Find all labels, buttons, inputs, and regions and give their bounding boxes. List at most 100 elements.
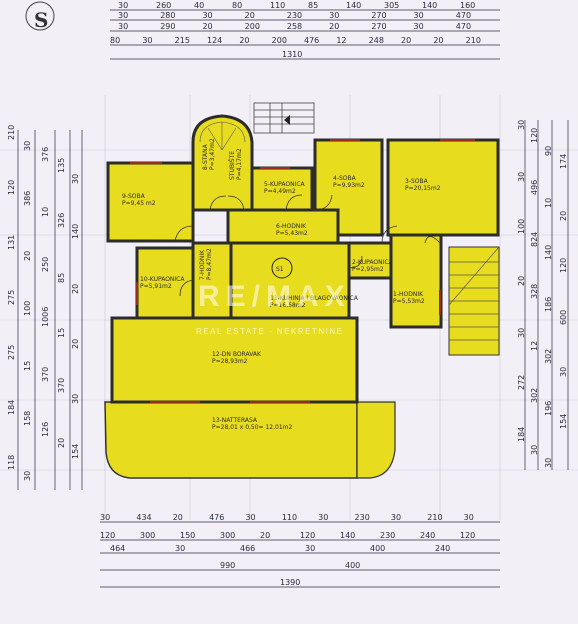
room-label-11: 11-KUHINJA I BLAGOVAONICA: [270, 295, 359, 302]
dimension-label: 100: [517, 219, 526, 234]
room-label-8: 8-STANA: [202, 143, 209, 170]
room-7-hodnik: [191, 241, 233, 320]
dimension-label: 400: [345, 561, 360, 570]
dimension-label: 30: [414, 11, 424, 20]
dimension-label: 434: [136, 513, 151, 522]
room-label-4: 4-SOBA: [333, 175, 357, 182]
room-area-8: P=3,47m2: [209, 138, 216, 170]
dimension-label: 466: [240, 544, 255, 553]
dimension-label: 200: [272, 36, 287, 45]
dimension-label: 600: [559, 310, 568, 325]
dimension-label: 260: [156, 1, 171, 10]
dimension-label: 20: [559, 211, 568, 221]
dimension-label: 200: [245, 22, 260, 31]
dimension-label: 140: [71, 224, 80, 239]
dimension-label: 15: [23, 361, 32, 371]
dimension-label: 80: [110, 36, 120, 45]
dimension-label: 1006: [41, 307, 50, 327]
dimension-label: 196: [544, 401, 553, 416]
dimension-label: 275: [7, 345, 16, 360]
room-label-stub: STUBIŠTE: [229, 151, 236, 180]
watermark-brand: RE/MAX: [198, 280, 351, 313]
room-area-9: P=9,45 m2: [122, 200, 156, 207]
terrace-area: [104, 401, 358, 479]
dimension-label: 30: [517, 328, 526, 338]
dimension-label: 476: [304, 36, 319, 45]
room-12-boravak: [110, 316, 359, 404]
dimension-label: 184: [517, 427, 526, 442]
dimension-label: 184: [7, 400, 16, 415]
dimension-label: 110: [282, 513, 297, 522]
top-stair: [253, 102, 315, 134]
room-label-10: 10-KUPAONICA: [140, 276, 185, 283]
dimension-label: 230: [380, 531, 395, 540]
dimension-label: 496: [530, 180, 539, 195]
room-area-10: P=5,91m2: [140, 283, 172, 290]
dimension-label: 300: [220, 531, 235, 540]
dimension-label: 30: [414, 22, 424, 31]
room-8-stana: [191, 114, 254, 212]
dimension-label: 290: [160, 22, 175, 31]
dimension-label: 12: [336, 36, 346, 45]
dimension-label: 30: [118, 11, 128, 20]
dimension-label: 210: [7, 125, 16, 140]
dimension-label: 250: [41, 257, 50, 272]
dimension-label: 300: [140, 531, 155, 540]
dimension-total: 1390: [280, 578, 300, 587]
dimension-label: 174: [559, 154, 568, 169]
rooms-fill: [106, 114, 500, 404]
dimension-label: 150: [180, 531, 195, 540]
watermark-tagline: REAL ESTATE · NEKRETNINE: [196, 327, 344, 336]
dimension-label: 10: [41, 207, 50, 217]
dimension-label: 272: [517, 375, 526, 390]
dimension-label: 154: [71, 444, 80, 459]
dimension-label: 464: [110, 544, 125, 553]
dimension-lines: [17, 9, 569, 588]
dimension-label: 140: [422, 1, 437, 10]
dimension-label: 80: [232, 1, 242, 10]
dimension-label: 120: [300, 531, 315, 540]
room-area-6: P=5,43m2: [276, 230, 308, 237]
room-5-kupaonica: [250, 166, 314, 212]
dimension-label: 248: [369, 36, 384, 45]
room-area-4: P=9,93m2: [333, 182, 365, 189]
dimension-label: 20: [202, 22, 212, 31]
dimension-label: 210: [466, 36, 481, 45]
dimension-label: 30: [142, 36, 152, 45]
room-3-soba: [386, 138, 500, 237]
dimension-label: 230: [287, 11, 302, 20]
dimension-label: 386: [23, 191, 32, 206]
dimension-label: 270: [371, 11, 386, 20]
room-area-5: P=4,49m2: [264, 188, 296, 195]
dimension-label: 240: [435, 544, 450, 553]
dimension-label: 30: [118, 1, 128, 10]
dimension-label: 210: [427, 513, 442, 522]
room-area-1: P=5,53m2: [393, 298, 425, 305]
dimension-label: 30: [71, 394, 80, 404]
dimension-label: 328: [530, 284, 539, 299]
dimension-label: 12: [530, 341, 539, 351]
room-area-2: P=2,95m2: [352, 266, 384, 273]
dimension-label: 20: [57, 438, 66, 448]
dimension-label: 824: [530, 232, 539, 247]
room-area-11: P=16,58m2: [270, 302, 306, 309]
dimension-label: 270: [371, 22, 386, 31]
dimension-label: 30: [544, 458, 553, 468]
terrace-side: [356, 401, 396, 479]
dimension-label: 302: [544, 349, 553, 364]
dimension-label: 120: [559, 258, 568, 273]
room-label-9: 9-SOBA: [122, 193, 146, 200]
dimension-label: 120: [460, 531, 475, 540]
dimension-label: 20: [245, 11, 255, 20]
dimension-label: 30: [318, 513, 328, 522]
dimension-label: 280: [160, 11, 175, 20]
dimension-label: 30: [530, 445, 539, 455]
dimension-label: 990: [220, 561, 235, 570]
dimension-label: 110: [270, 1, 285, 10]
dimension-label: 230: [355, 513, 370, 522]
room-area-13: P=28,01 x 0,50= 12,01m2: [212, 424, 293, 431]
dimension-label: 158: [23, 411, 32, 426]
